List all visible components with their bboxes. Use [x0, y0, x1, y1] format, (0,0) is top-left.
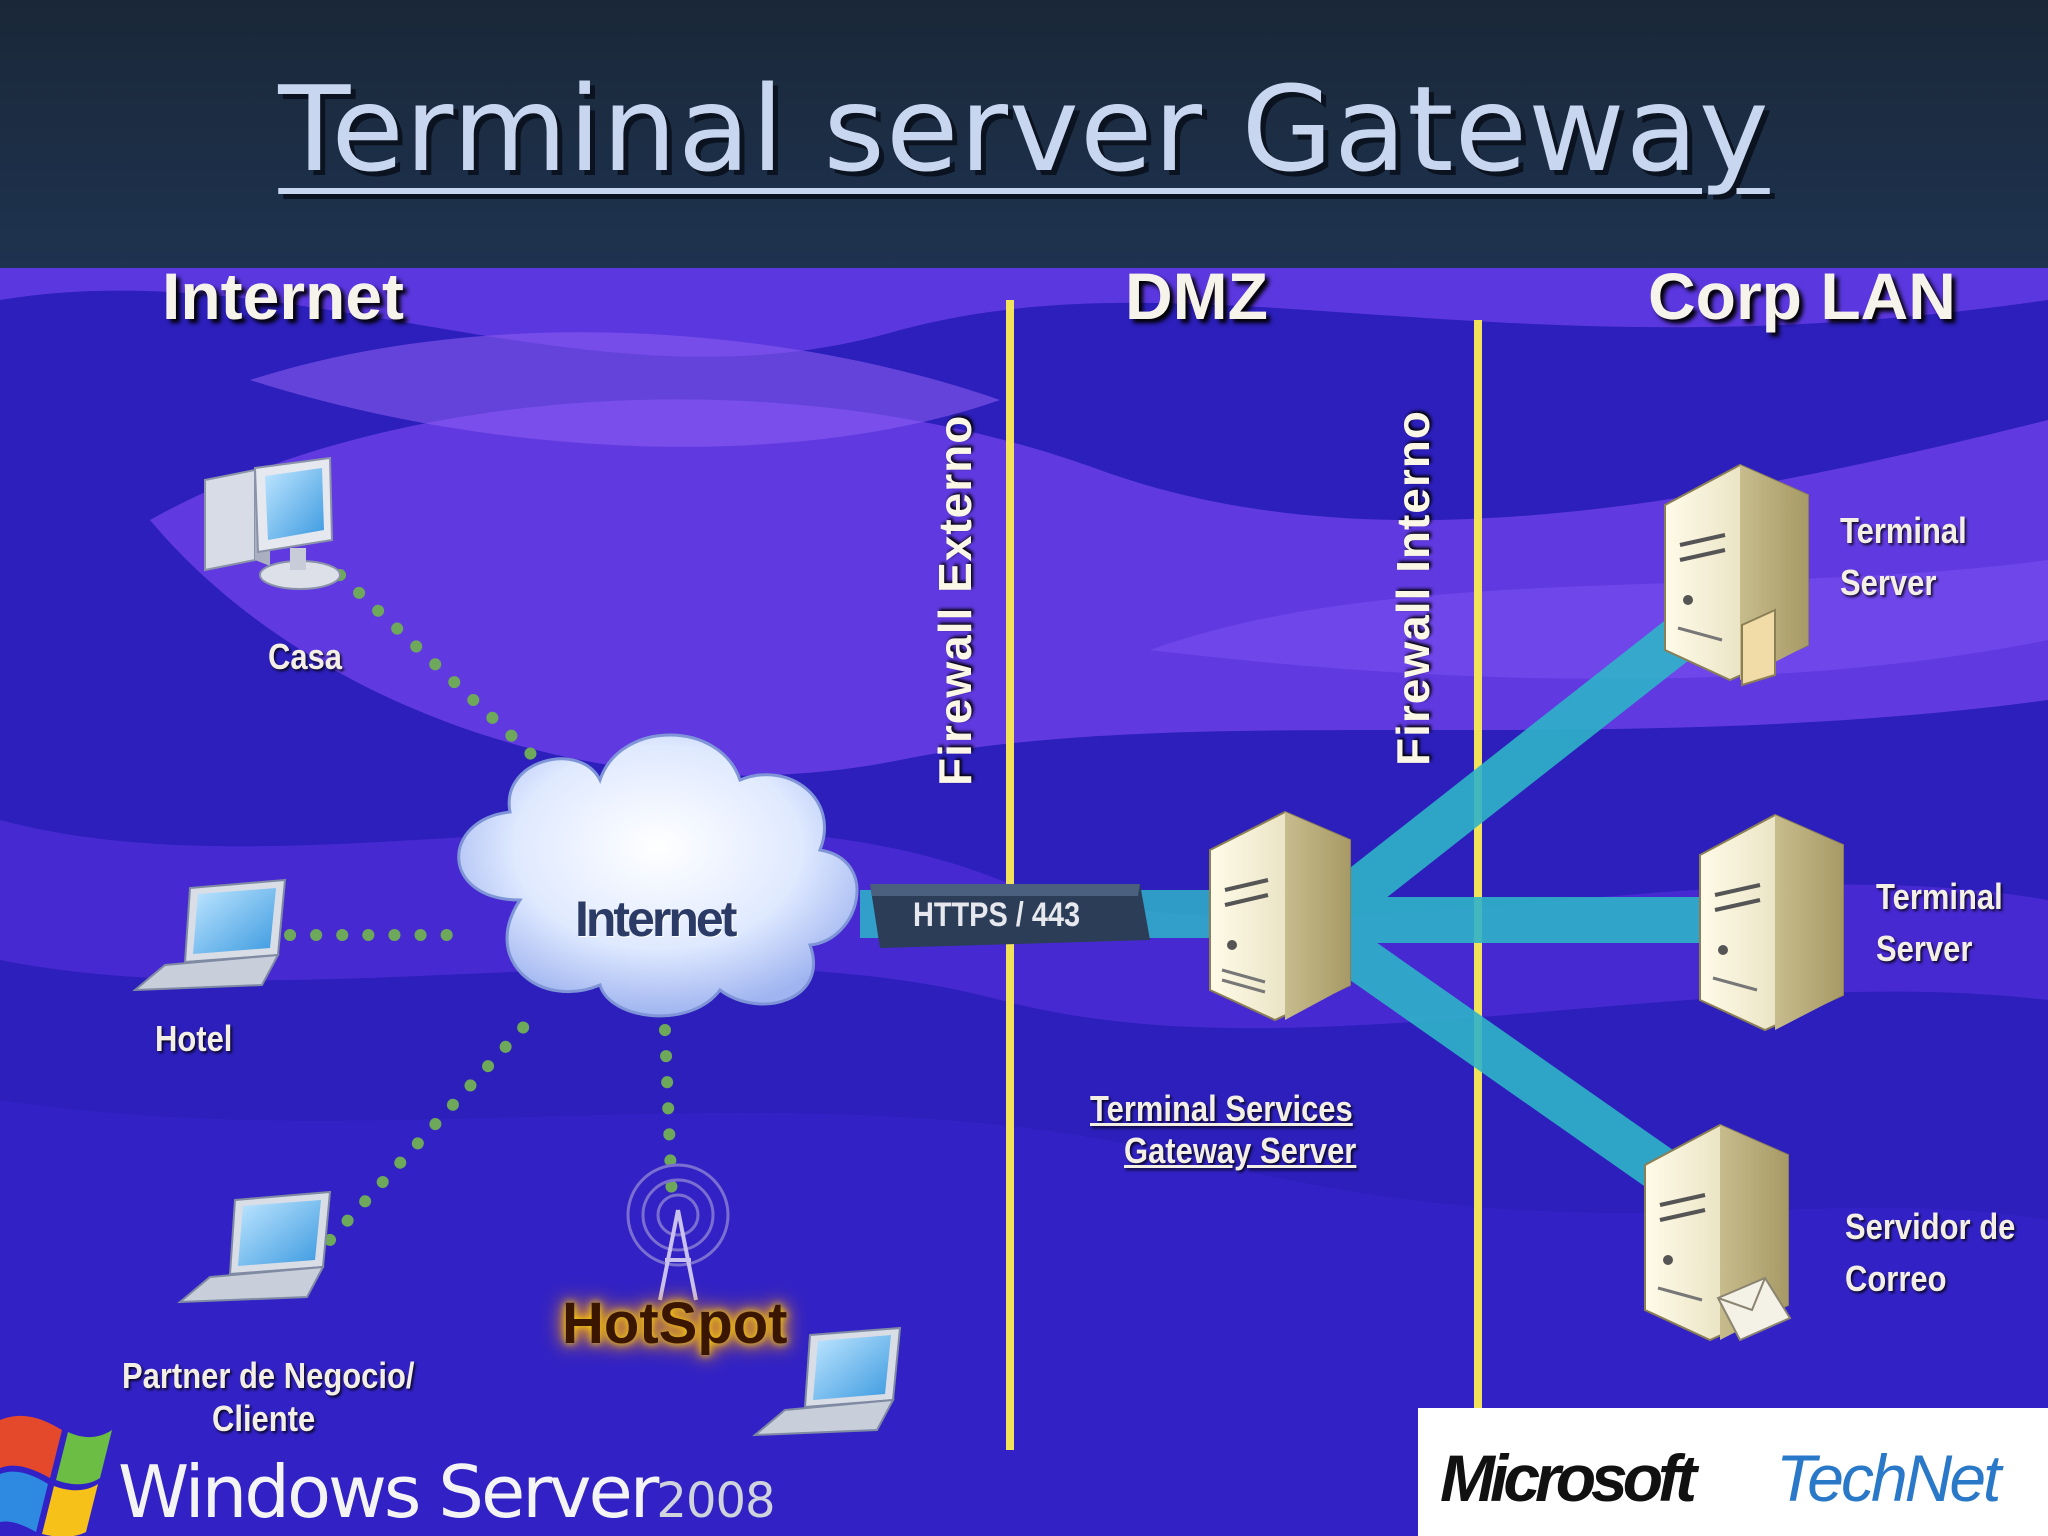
laptop-icon: [177, 1190, 332, 1304]
internet-cloud-icon: [457, 733, 859, 1018]
windows-server-year: 2008: [656, 1473, 775, 1529]
laptop-icon: [132, 878, 287, 992]
hotspot-label: HotSpot: [562, 1291, 788, 1356]
zone-dmz-label: DMZ: [1125, 259, 1268, 333]
windows-server-logo-text: Windows Server2008: [118, 1450, 776, 1534]
terminal-server-1-label-line2: Server: [1840, 562, 1937, 603]
desktop-computer-icon: [204, 456, 341, 590]
gateway-label-line1: Terminal Services: [1090, 1088, 1353, 1129]
terminal-server-2-label-line2: Server: [1876, 928, 1973, 969]
server-icon: [1209, 810, 1351, 1022]
mail-server-label-line2: Correo: [1845, 1258, 1947, 1299]
terminal-server-1-label-line1: Terminal: [1840, 510, 1967, 551]
firewall-external-label: Firewall Externo: [929, 414, 981, 786]
title-bar: Terminal server Gateway: [0, 0, 2048, 268]
radio-tower-icon: [626, 1163, 730, 1301]
dotted-links: [284, 569, 678, 1246]
slide-title: Terminal server Gateway: [278, 60, 1770, 198]
mail-server-label-line1: Servidor de: [1845, 1206, 2016, 1247]
technet-wordmark: TechNet: [1776, 1441, 2001, 1515]
zone-corp-lan-label: Corp LAN: [1648, 259, 1956, 333]
gateway-label-line2: Gateway Server: [1124, 1130, 1357, 1171]
internet-cloud-label: Internet: [575, 891, 737, 947]
zone-internet-label: Internet: [162, 259, 405, 333]
laptop-icon: [752, 1326, 902, 1437]
client-home-label: Casa: [268, 636, 343, 677]
windows-server-text: Windows Server: [118, 1450, 659, 1534]
client-hotel-label: Hotel: [155, 1018, 233, 1059]
server-icon: [1699, 813, 1844, 1032]
https-link: [860, 884, 1210, 948]
terminal-server-2-label-line1: Terminal: [1876, 876, 2003, 917]
server-icon: [1664, 463, 1809, 687]
https-link-label: HTTPS / 443: [913, 896, 1081, 934]
technet-logo: Microsoft TechNet: [1418, 1408, 2048, 1536]
microsoft-wordmark: Microsoft: [1440, 1441, 1697, 1515]
lan-links: [1325, 611, 1710, 1209]
client-partner-label-line2: Cliente: [212, 1398, 316, 1439]
envelope-icon: [1716, 1276, 1792, 1342]
firewall-internal-label: Firewall Interno: [1387, 410, 1439, 766]
windows-logo: [0, 1415, 112, 1536]
client-partner-label-line1: Partner de Negocio/: [122, 1355, 415, 1396]
